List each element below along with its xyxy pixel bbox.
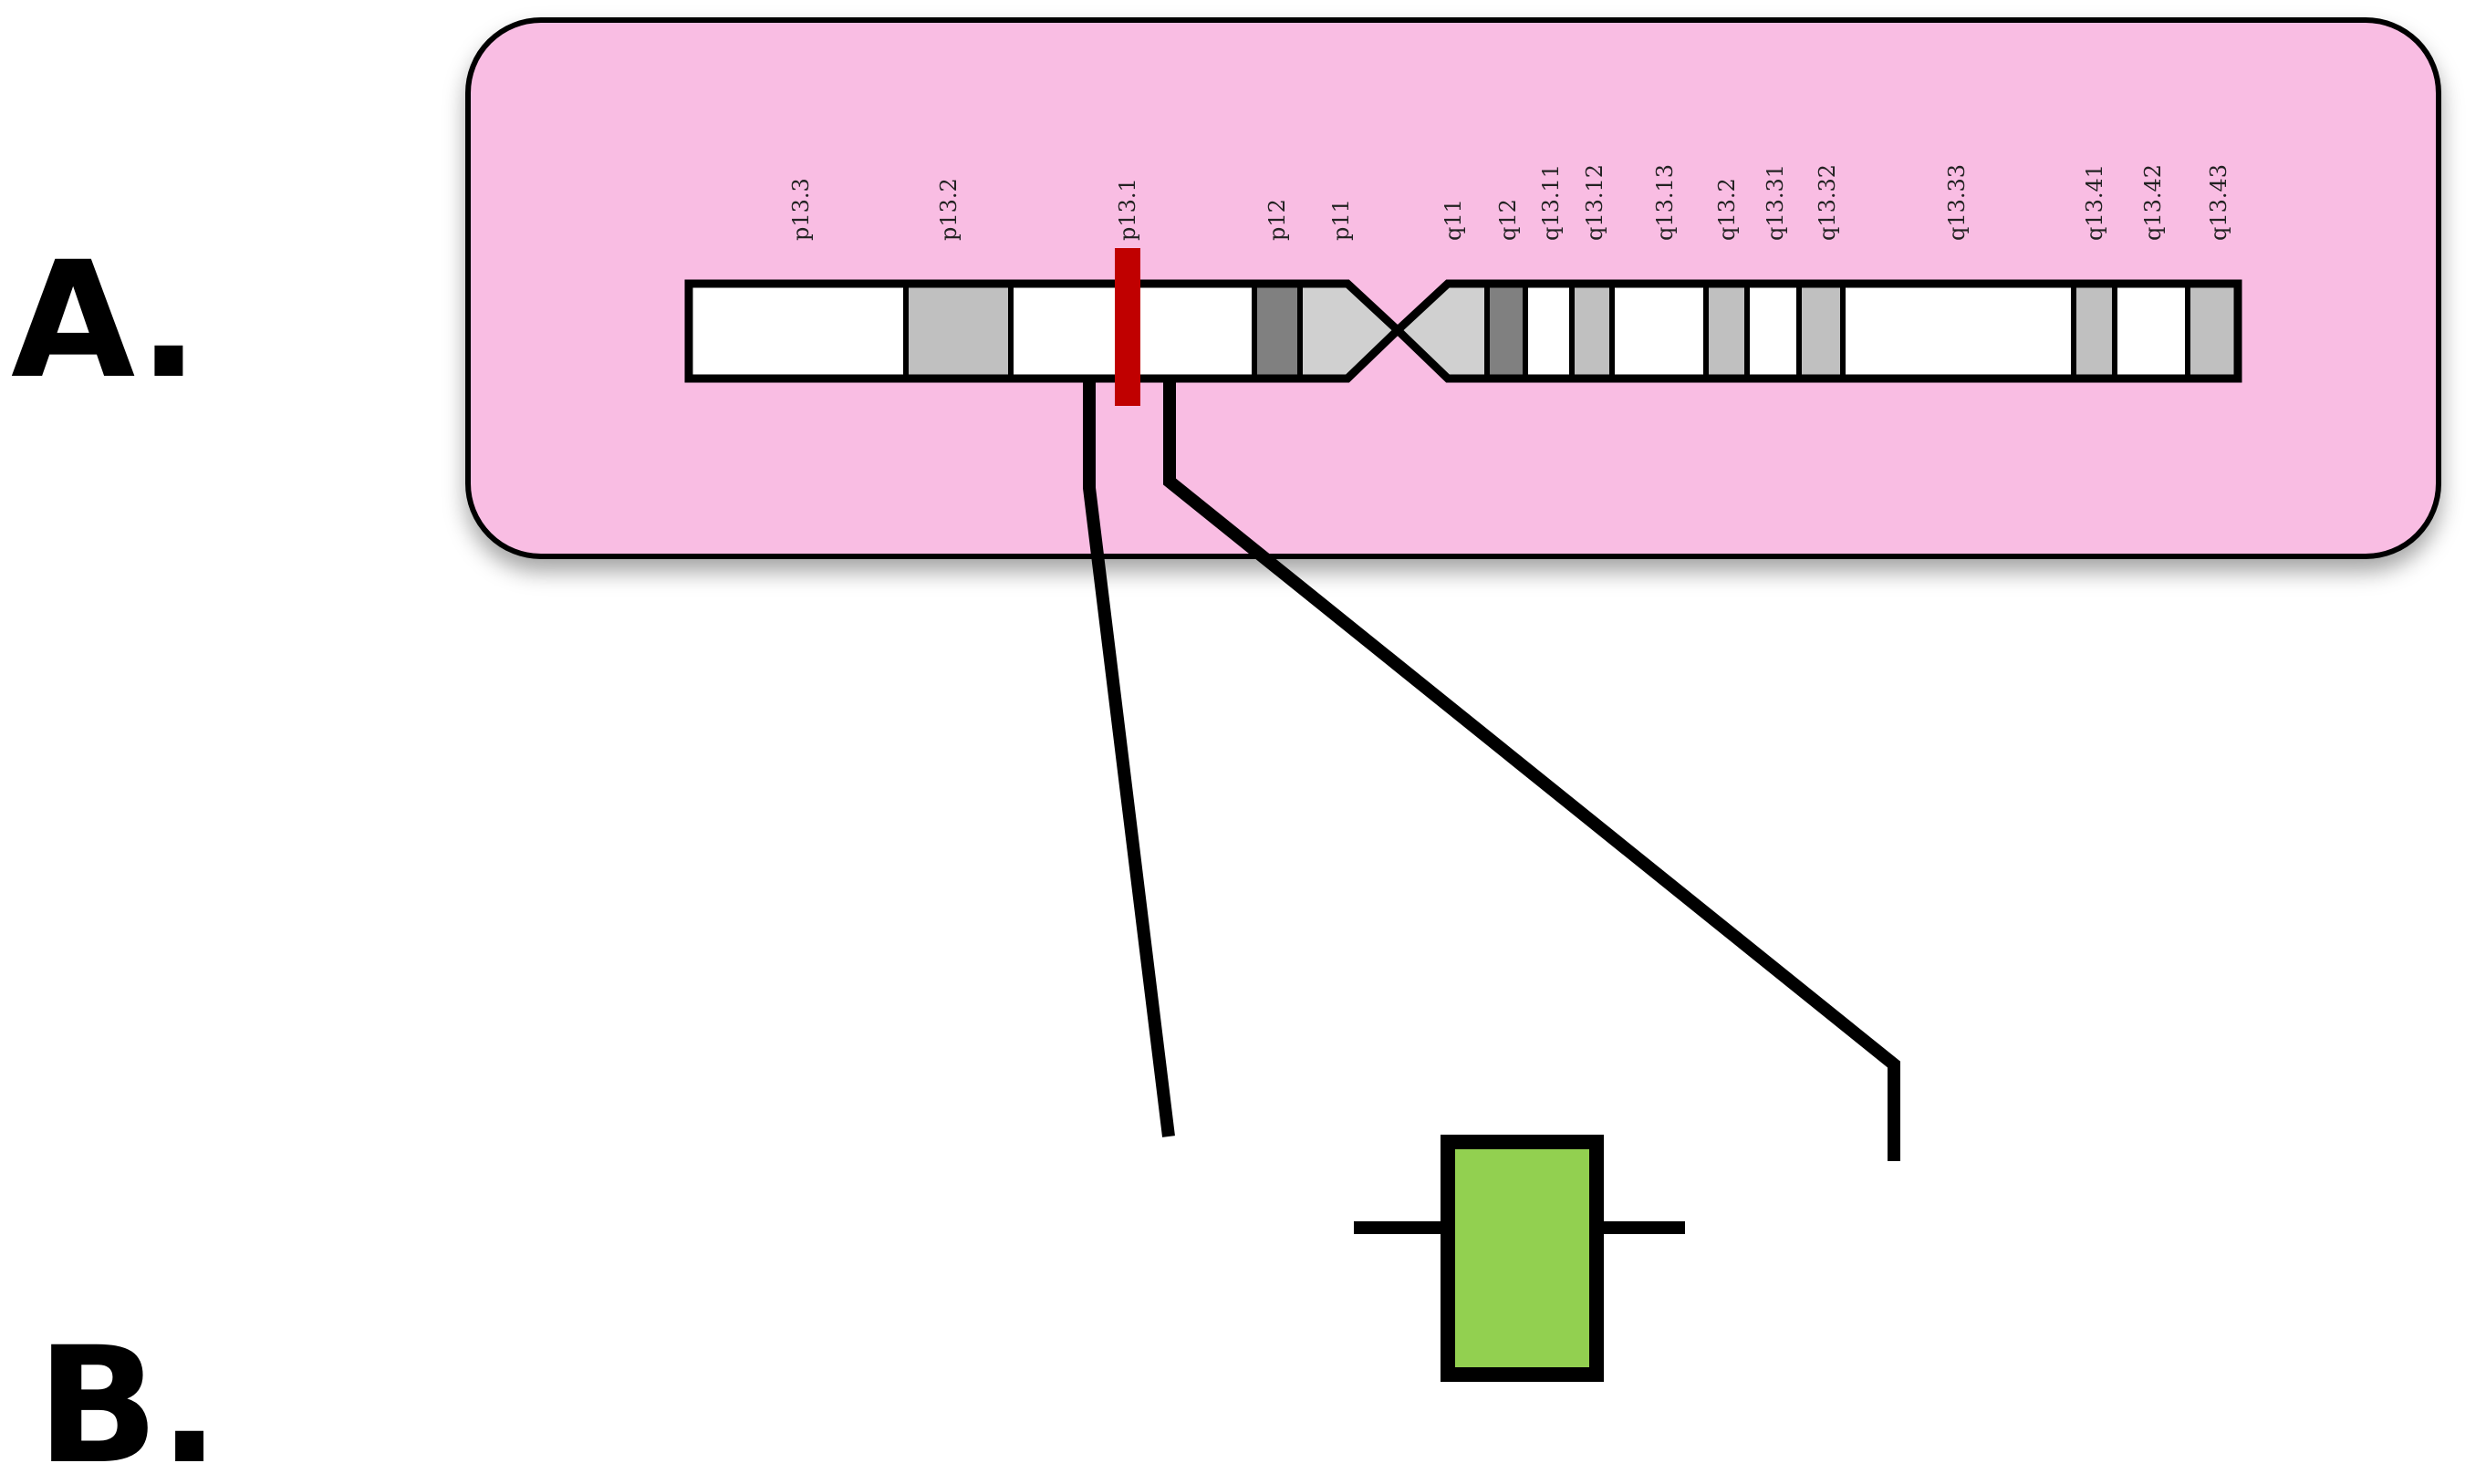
band-label-q13-13: q13.13 xyxy=(1652,164,1678,241)
band-p12 xyxy=(1252,281,1303,381)
band-label-p11: p11 xyxy=(1328,199,1354,241)
band-label-p13-1: p13.1 xyxy=(1115,178,1140,241)
band-label-q13-12: q13.12 xyxy=(1582,164,1607,241)
band-label-q13-31: q13.31 xyxy=(1763,164,1788,241)
gene-box xyxy=(1441,1135,1604,1382)
band-label-p13-3: p13.3 xyxy=(788,178,814,241)
band-label-q13-2: q13.2 xyxy=(1714,178,1740,241)
band-label-q12: q12 xyxy=(1495,199,1521,241)
band-label-q11: q11 xyxy=(1441,199,1466,241)
band-q13-42 xyxy=(2112,281,2190,381)
zoom-line-left xyxy=(1083,381,1175,1137)
band-q13-43 xyxy=(2185,281,2241,381)
band-labels: p13.3 p13.2 p13.1 p12 p11 q11 q12 q13.11 q13.12 q… xyxy=(788,164,2231,241)
band-label-q13-43: q13.43 xyxy=(2206,164,2231,241)
band-q13-13 xyxy=(1609,281,1709,381)
locus-marker xyxy=(1115,248,1140,406)
band-q13-32 xyxy=(1796,281,1846,381)
band-q13-11 xyxy=(1523,281,1575,381)
band-q13-33 xyxy=(1840,281,2076,381)
band-label-q13-42: q13.42 xyxy=(2140,164,2166,241)
panel-label-b: B. xyxy=(36,1313,220,1484)
band-q13-31 xyxy=(1744,281,1802,381)
band-label-p12: p12 xyxy=(1264,199,1290,241)
band-p13-2 xyxy=(903,281,1014,381)
band-q13-41 xyxy=(2071,281,2117,381)
band-q13-2 xyxy=(1703,281,1750,381)
band-label-q13-11: q13.11 xyxy=(1538,164,1564,241)
band-label-q13-32: q13.32 xyxy=(1815,164,1840,241)
band-label-p13-2: p13.2 xyxy=(936,178,962,241)
panel-label-a: A. xyxy=(11,227,199,414)
band-p13-3 xyxy=(686,281,909,381)
band-label-q13-41: q13.41 xyxy=(2082,164,2107,241)
band-q13-12 xyxy=(1569,281,1615,381)
band-q12 xyxy=(1484,281,1528,381)
zoom-line-right xyxy=(1163,381,1900,1161)
band-label-q13-33: q13.33 xyxy=(1944,164,1970,241)
